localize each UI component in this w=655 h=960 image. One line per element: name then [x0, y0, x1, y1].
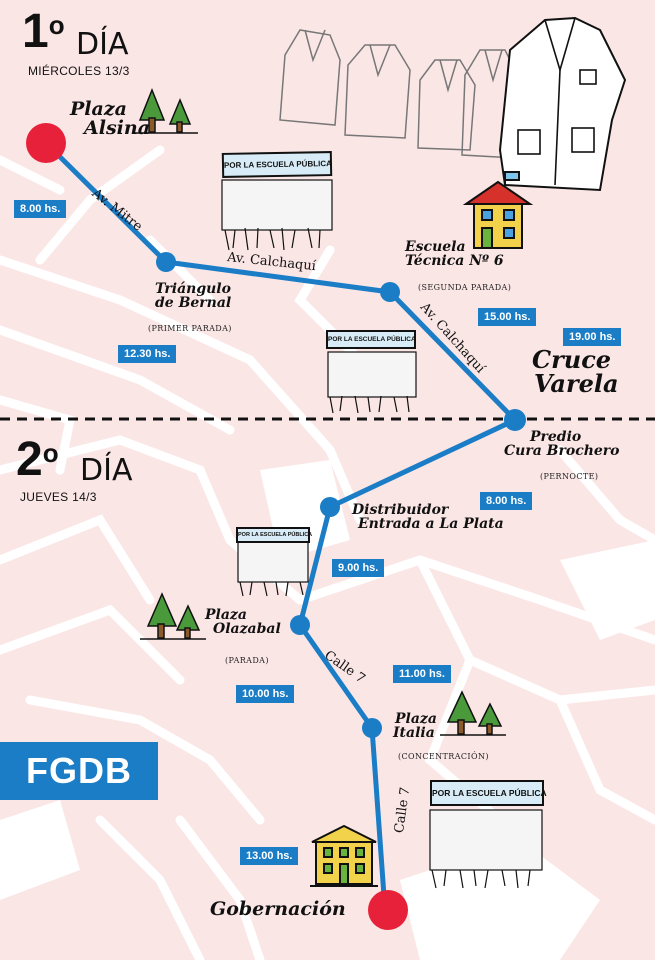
stop-note-olazabal: (PARADA): [225, 656, 269, 665]
time-badge-bernal: 12.30 hs.: [118, 345, 177, 363]
stop-note-brochero: (PERNOCTE): [540, 472, 599, 481]
time-badge-olazabal: 10.00 hs.: [236, 685, 295, 703]
stop-label-distribuidor: Distribuidor Entrada a La Plata: [352, 502, 504, 532]
stop-label-italia: Plaza Italia: [393, 711, 437, 741]
stop-label-tecnica: Escuela Técnica Nº 6: [405, 239, 504, 269]
time-badge-gobernacion: 13.00 hs.: [240, 847, 299, 865]
time-badge-varela: 19.00 hs.: [563, 328, 622, 346]
stop-label-brochero: Predio Cura Brochero: [504, 429, 620, 459]
stop-label-olazabal: Plaza Olazabal: [205, 607, 281, 637]
time-badge-tecnica: 15.00 hs.: [478, 308, 537, 326]
stop-marker: [504, 409, 526, 431]
day2-date: JUEVES 14/3: [20, 490, 97, 504]
stop-marker: [380, 282, 400, 302]
day1-word: DÍA: [76, 27, 129, 62]
stop-label-bernal: Triángulo de Bernal: [155, 281, 232, 311]
time-badge-distribuidor: 9.00 hs.: [332, 559, 385, 577]
stop-marker: [362, 718, 382, 738]
start-marker: [26, 123, 66, 163]
stop-note-tecnica: (SEGUNDA PARADA): [418, 283, 512, 292]
stop-marker: [156, 252, 176, 272]
stop-label-varela: Cruce Varela: [532, 345, 619, 398]
day2-number: 2o: [16, 433, 59, 486]
stop-note-italia: (CONCENTRACIÓN): [398, 752, 489, 761]
fgdb-logo: FGDB: [0, 742, 158, 800]
end-marker: [368, 890, 408, 930]
time-badge-alsina: 8.00 hs.: [14, 200, 67, 218]
day1-number: 1o: [22, 5, 65, 58]
day1-date: MIÉRCOLES 13/3: [28, 64, 130, 78]
stop-marker: [320, 497, 340, 517]
stop-note-bernal: (PRIMER PARADA): [148, 324, 232, 333]
day2-word: DÍA: [80, 453, 133, 488]
stop-marker: [290, 615, 310, 635]
stop-label-alsina: Plaza Alsina: [70, 98, 150, 139]
time-badge-italia: 11.00 hs.: [393, 665, 451, 683]
time-badge-brochero: 8.00 hs.: [480, 492, 533, 510]
stop-label-gobernacion: Gobernación: [210, 898, 346, 920]
